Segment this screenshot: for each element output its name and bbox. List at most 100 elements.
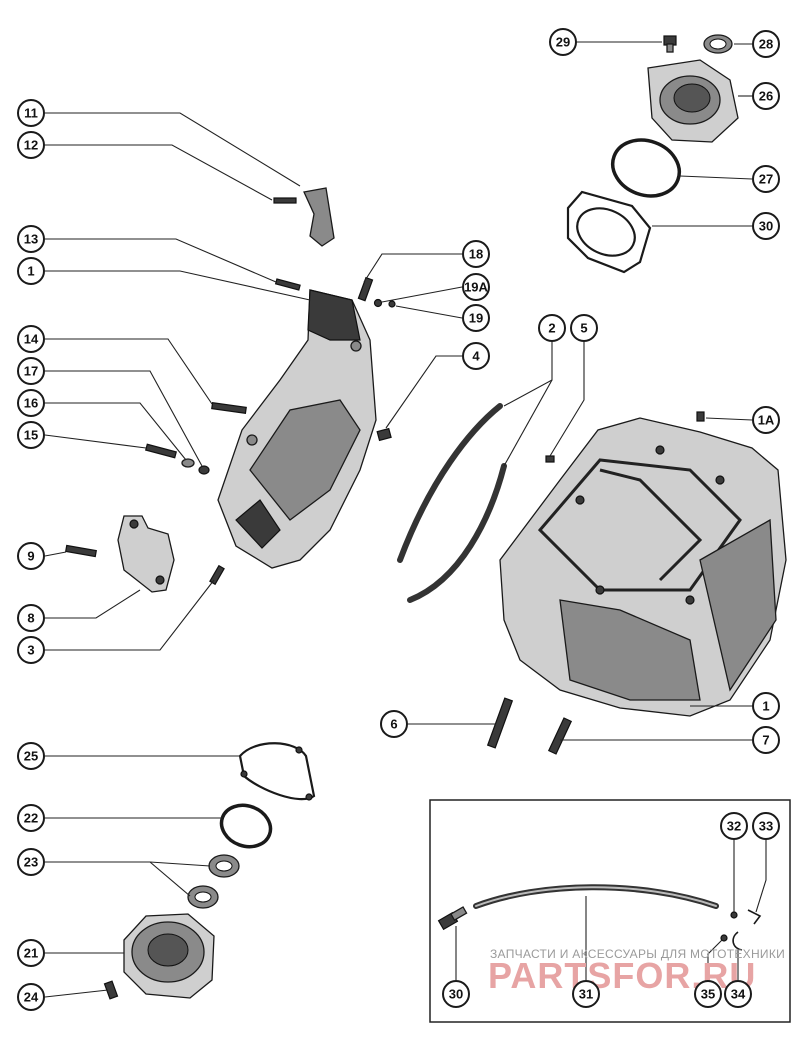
part-pin-5 xyxy=(545,455,555,463)
part-stud-7 xyxy=(547,717,573,755)
svg-text:2: 2 xyxy=(548,321,555,336)
callout-19: 19 xyxy=(462,304,490,332)
hose-inset-frame xyxy=(429,799,791,1023)
hose-31-highlight xyxy=(475,886,717,907)
part-bolt-28 xyxy=(103,980,119,1000)
svg-text:1A: 1A xyxy=(758,413,775,428)
part-washer-19a xyxy=(373,298,383,308)
part-o-ring-21 xyxy=(610,138,682,198)
callout-31: 31 xyxy=(572,980,600,1008)
part-clamp-11 xyxy=(303,187,335,247)
svg-text:19: 19 xyxy=(469,311,483,326)
svg-text:14: 14 xyxy=(24,332,39,347)
svg-text:31: 31 xyxy=(579,987,593,1002)
part-fitting-30 xyxy=(437,906,468,931)
part-screw-13 xyxy=(274,278,301,291)
callout-14: 14 xyxy=(17,325,45,353)
part-crankcase-right xyxy=(499,417,787,717)
part-gasket-29 xyxy=(238,742,316,801)
callout-19a: 19A xyxy=(462,273,490,301)
part-dowel-3 xyxy=(209,564,225,586)
svg-text:35: 35 xyxy=(701,987,715,1002)
watermark-tagline: ЗАПЧАСТИ И АКСЕССУАРЫ ДЛЯ МОТОТЕХНИКИ xyxy=(490,947,785,961)
svg-text:9: 9 xyxy=(27,549,34,564)
part-crankcase-left xyxy=(217,289,377,569)
callout-34: 34 xyxy=(724,980,752,1008)
callout-8: 8 xyxy=(17,604,45,632)
svg-text:29: 29 xyxy=(556,35,570,50)
part-seal-strip-2a xyxy=(397,403,503,563)
svg-text:32: 32 xyxy=(727,819,741,834)
callout-35: 35 xyxy=(694,980,722,1008)
callout-23: 29 xyxy=(549,28,577,56)
callout-1-left: 1 xyxy=(17,257,45,285)
svg-text:4: 4 xyxy=(472,349,480,364)
svg-text:13: 13 xyxy=(24,232,38,247)
callout-3: 3 xyxy=(17,636,45,664)
callout-29: 25 xyxy=(17,742,45,770)
part-clip-33 xyxy=(747,909,762,925)
part-bolt-14 xyxy=(211,401,247,415)
svg-text:30: 30 xyxy=(759,219,773,234)
part-screw-9 xyxy=(65,544,97,558)
svg-text:19A: 19A xyxy=(464,280,488,295)
svg-text:33: 33 xyxy=(759,819,773,834)
callout-9: 9 xyxy=(17,542,45,570)
part-housing-25 xyxy=(123,913,215,999)
part-washer-32 xyxy=(730,911,738,919)
svg-text:6: 6 xyxy=(390,717,397,732)
part-o-ring-26 xyxy=(219,803,273,849)
part-washer-16 xyxy=(181,458,195,468)
leader-lines xyxy=(44,41,767,998)
svg-text:18: 18 xyxy=(469,247,483,262)
callout-20: 26 xyxy=(752,82,780,110)
part-stud-6 xyxy=(486,697,514,749)
part-housing-20 xyxy=(647,59,739,143)
svg-text:8: 8 xyxy=(27,611,34,626)
svg-text:7: 7 xyxy=(762,733,769,748)
callout-6: 6 xyxy=(380,710,408,738)
callout-25: 21 xyxy=(17,939,45,967)
part-screw-19 xyxy=(388,300,396,308)
svg-text:16: 16 xyxy=(24,396,38,411)
part-dowel-4 xyxy=(376,427,392,442)
callout-27: 23 xyxy=(17,848,45,876)
callout-1-right: 1 xyxy=(752,692,780,720)
callout-5: 5 xyxy=(570,314,598,342)
part-screw-12 xyxy=(273,197,297,204)
callout-17: 17 xyxy=(17,357,45,385)
part-nut-17 xyxy=(198,465,210,475)
part-seal-strip-2b xyxy=(407,463,507,603)
svg-text:30: 30 xyxy=(449,987,463,1002)
svg-text:11: 11 xyxy=(24,106,38,121)
svg-text:22: 22 xyxy=(24,811,38,826)
callout-16: 16 xyxy=(17,389,45,417)
callout-13: 13 xyxy=(17,225,45,253)
part-bracket-8 xyxy=(117,515,175,593)
svg-text:17: 17 xyxy=(24,364,38,379)
svg-text:15: 15 xyxy=(24,428,38,443)
callout-2: 2 xyxy=(538,314,566,342)
callout-15: 15 xyxy=(17,421,45,449)
svg-text:1: 1 xyxy=(27,264,34,279)
svg-text:25: 25 xyxy=(24,749,38,764)
callout-26: 22 xyxy=(17,804,45,832)
callout-12: 12 xyxy=(17,131,45,159)
svg-text:26: 26 xyxy=(759,89,773,104)
callout-33: 33 xyxy=(752,812,780,840)
callout-24: 30 xyxy=(752,212,780,240)
svg-text:3: 3 xyxy=(27,643,34,658)
svg-text:34: 34 xyxy=(731,987,746,1002)
part-washer-35 xyxy=(720,934,728,942)
callout-7: 7 xyxy=(752,726,780,754)
svg-text:1: 1 xyxy=(762,699,769,714)
callout-32: 32 xyxy=(720,812,748,840)
callout-22: 28 xyxy=(752,30,780,58)
part-clip-34 xyxy=(732,931,743,951)
part-seals-27 xyxy=(187,854,240,909)
callout-1a: 1A xyxy=(752,406,780,434)
svg-text:27: 27 xyxy=(759,172,773,187)
part-seal-22 xyxy=(703,34,733,54)
svg-text:12: 12 xyxy=(24,138,38,153)
